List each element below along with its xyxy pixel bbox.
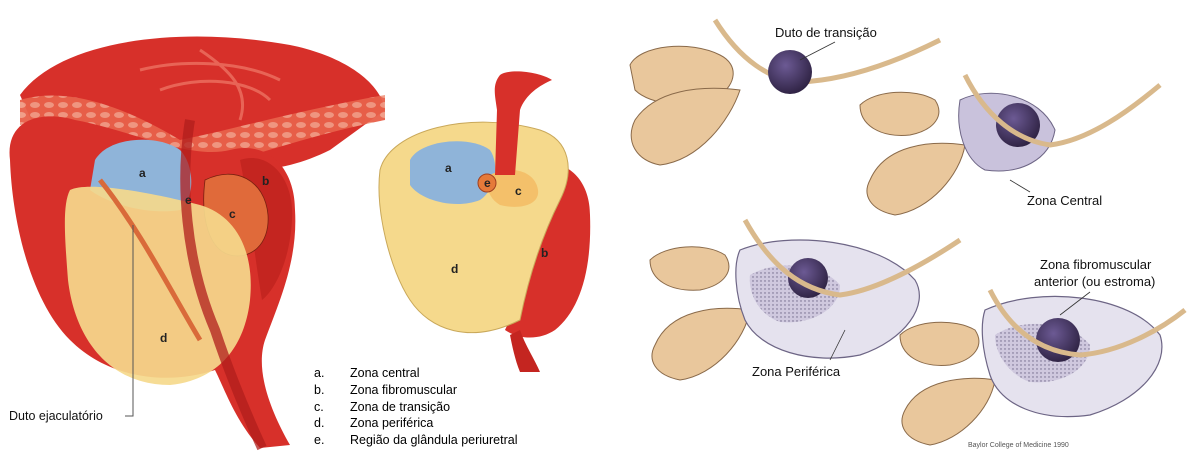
legend-letter: b. bbox=[314, 382, 350, 399]
legend-text: Zona de transição bbox=[350, 399, 450, 416]
legend-text: Região da glândula periuretral bbox=[350, 432, 517, 449]
middle-label-a: a bbox=[445, 161, 452, 175]
legend-text: Zona fibromuscular bbox=[350, 382, 457, 399]
legend-text: Zona periférica bbox=[350, 415, 433, 432]
stage-fibromuscular bbox=[900, 290, 1185, 445]
legend-letter: d. bbox=[314, 415, 350, 432]
stage-central bbox=[860, 75, 1160, 215]
left-label-e: e bbox=[185, 193, 192, 207]
vesicle-4 bbox=[900, 322, 979, 365]
label-fibromuscular-line1: Zona fibromuscular bbox=[1040, 257, 1151, 272]
middle-prostate-figure bbox=[379, 71, 590, 372]
left-label-b: b bbox=[262, 174, 269, 188]
vas-1 bbox=[631, 88, 740, 165]
image-credit: Baylor College of Medicine 1990 bbox=[968, 442, 1069, 449]
middle-label-e: e bbox=[484, 176, 491, 190]
label-fibromuscular-line2: anterior (ou estroma) bbox=[1034, 274, 1155, 289]
vesicle-2 bbox=[860, 92, 939, 135]
middle-zone-a bbox=[410, 141, 495, 204]
legend-letter: a. bbox=[314, 365, 350, 382]
vas-4 bbox=[902, 378, 995, 445]
left-label-a: a bbox=[139, 166, 146, 180]
legend-row: c.Zona de transição bbox=[314, 399, 517, 416]
legend-row: b.Zona fibromuscular bbox=[314, 382, 517, 399]
label-transition-duct: Duto de transição bbox=[775, 25, 877, 40]
zone-legend: a.Zona central b.Zona fibromuscular c.Zo… bbox=[314, 365, 517, 449]
left-label-c: c bbox=[229, 207, 236, 221]
legend-row: a.Zona central bbox=[314, 365, 517, 382]
ejaculatory-duct-callout: Duto ejaculatório bbox=[9, 409, 103, 423]
vas-3 bbox=[652, 308, 750, 380]
left-label-d: d bbox=[160, 331, 167, 345]
middle-label-d: d bbox=[451, 262, 458, 276]
right-zones-figure bbox=[630, 20, 1185, 445]
transition-ball-1 bbox=[768, 50, 812, 94]
legend-row: e.Região da glândula periuretral bbox=[314, 432, 517, 449]
legend-letter: e. bbox=[314, 432, 350, 449]
legend-row: d.Zona periférica bbox=[314, 415, 517, 432]
label-peripheral-zone: Zona Periférica bbox=[752, 364, 840, 379]
middle-label-b: b bbox=[541, 246, 548, 260]
pointer-central bbox=[1010, 180, 1030, 192]
middle-label-c: c bbox=[515, 184, 522, 198]
vesicle-3 bbox=[650, 247, 729, 290]
label-central-zone: Zona Central bbox=[1027, 193, 1102, 208]
pointer-transition bbox=[800, 42, 835, 60]
legend-letter: c. bbox=[314, 399, 350, 416]
legend-text: Zona central bbox=[350, 365, 419, 382]
vas-2 bbox=[867, 143, 965, 215]
